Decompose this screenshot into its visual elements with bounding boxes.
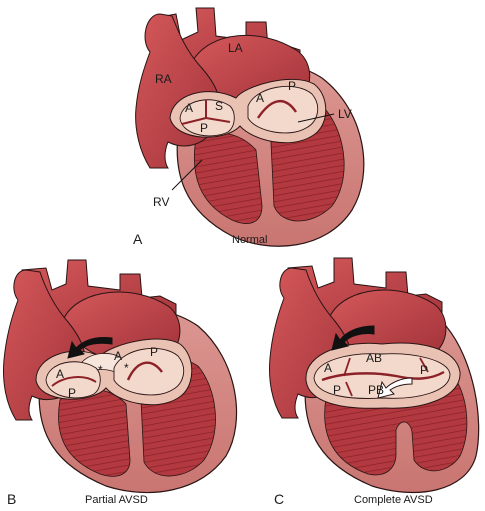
leaflet-c-anterior-bridging: AB [366,351,382,365]
panel-a-caption: Normal [232,234,267,246]
leaflet-b-posterior-left: P [150,345,158,359]
leaflet-c-anterior: A [324,361,332,375]
leaflet-a-anterior-tricuspid: A [185,101,193,115]
heart-normal [135,7,365,247]
black-arrow-c [331,325,375,351]
common-av-coaptation [321,370,445,382]
leaflet-a-anterior-mitral: A [256,91,264,105]
panel-b: A P A P * * B Partial AVSD [3,259,238,507]
leaflet-a-posterior-mitral: P [288,79,296,93]
leaflet-c-posterior-bridging: PB [368,383,384,397]
white-arrow-c [377,377,413,399]
leaflet-b-anterior-left: A [114,349,122,363]
heart-partial-avsd [3,259,238,494]
lv-pointer-line [297,113,335,123]
cleft-marker-2: * [124,361,129,375]
panel-c: A AB PB P P C Complete AVSD [269,257,480,507]
mitral-coaptation [257,100,297,119]
panel-a-letter: A [133,231,143,247]
right-ventricle-cavity [193,132,263,224]
label-la: LA [228,41,243,55]
panel-a: RA LA LV RV A S P A P A Normal [133,7,365,247]
panel-b-caption: Partial AVSD [85,494,148,506]
panel-c-letter: C [274,491,284,507]
leaflet-c-posterior-right: P [333,383,341,397]
leaflet-b-posterior-right: P [68,386,76,400]
right-av-coaptation-b [51,376,97,387]
black-arrow-b [67,337,113,359]
label-rv: RV [153,195,169,209]
right-av-orifice-b [45,361,101,399]
left-av-orifice-b [113,347,185,396]
left-av-cleft-b [126,361,163,381]
cleft-marker-1: * [98,363,103,377]
common-av-commissures [343,357,429,397]
label-lv: LV [338,107,352,121]
leaflet-b-anterior-right: A [56,367,64,381]
heart-complete-avsd [269,257,480,494]
tricuspid-commissures [181,100,231,125]
leaflet-c-posterior-left: P [420,363,428,377]
panel-b-letter: B [7,491,16,507]
rv-pointer-line [171,159,203,191]
label-ra: RA [155,72,172,86]
leaflet-a-septal: S [215,99,223,113]
leaflet-a-posterior-tricuspid: P [200,121,208,135]
panel-c-caption: Complete AVSD [354,494,433,506]
